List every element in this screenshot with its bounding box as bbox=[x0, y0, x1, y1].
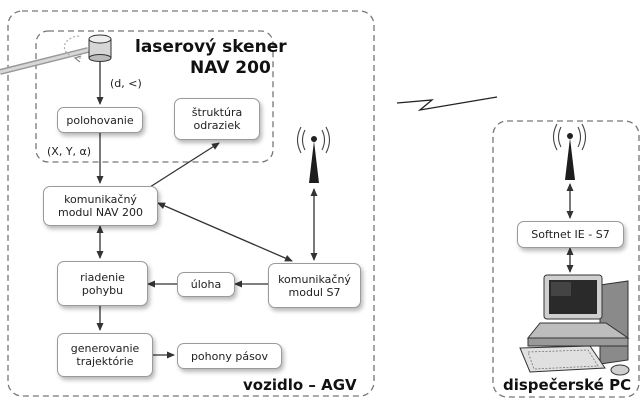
scanner-title-line1: laserový skener bbox=[135, 37, 287, 57]
positioning-label: polohovanie bbox=[66, 113, 134, 127]
comm-module-nav-label-2: modul NAV 200 bbox=[57, 206, 144, 219]
comm-module-s7-node: komunikačný modul S7 bbox=[268, 263, 361, 308]
scanner-title-line2: NAV 200 bbox=[190, 58, 271, 78]
dispatcher-group-label: dispečerské PC bbox=[503, 376, 632, 394]
scanner-output-label: (d, <) bbox=[110, 77, 142, 90]
vehicle-group-label: vozidlo – AGV bbox=[243, 376, 357, 394]
trajectory-node: generovanie trajektórie bbox=[57, 333, 153, 377]
dispatcher-antenna-icon bbox=[552, 123, 587, 180]
position-output-label: (X, Y, α) bbox=[47, 145, 92, 158]
task-node: úloha bbox=[177, 272, 235, 297]
reflector-structure-label-2: odraziek bbox=[193, 119, 241, 132]
arrow-comm-nav-comm-s7 bbox=[157, 202, 293, 262]
comm-module-s7-label-1: komunikačný bbox=[278, 272, 351, 286]
softnet-node: Softnet IE - S7 bbox=[517, 221, 624, 248]
motion-control-label-1: riadenie bbox=[80, 270, 125, 284]
computer-icon bbox=[519, 274, 630, 376]
track-drives-label: pohony pásov bbox=[190, 349, 269, 363]
wireless-link-icon bbox=[396, 96, 498, 112]
motion-control-label-2: pohybu bbox=[81, 283, 124, 297]
softnet-label: Softnet IE - S7 bbox=[531, 228, 610, 241]
laser-scanner-icon bbox=[0, 34, 112, 75]
track-drives-node: pohony pásov bbox=[177, 343, 282, 369]
motion-control-node: riadenie pohybu bbox=[57, 261, 148, 306]
trajectory-label-1: generovanie bbox=[70, 342, 140, 355]
arrow-comm-nav-to-reflectors bbox=[149, 142, 220, 188]
comm-module-nav-node: komunikačný modul NAV 200 bbox=[43, 186, 158, 226]
comm-module-nav-label-1: komunikačný bbox=[64, 193, 137, 206]
reflector-structure-label-1: štruktúra bbox=[191, 106, 243, 119]
reflector-structure-node: štruktúra odraziek bbox=[174, 98, 260, 140]
task-label: úloha bbox=[190, 278, 222, 291]
trajectory-label-2: trajektórie bbox=[76, 355, 134, 368]
scanner-frame bbox=[35, 30, 274, 163]
comm-module-s7-label-2: modul S7 bbox=[288, 285, 341, 299]
dispatcher-frame bbox=[492, 120, 640, 398]
positioning-node: polohovanie bbox=[57, 107, 143, 133]
vehicle-antenna-icon bbox=[296, 126, 331, 183]
